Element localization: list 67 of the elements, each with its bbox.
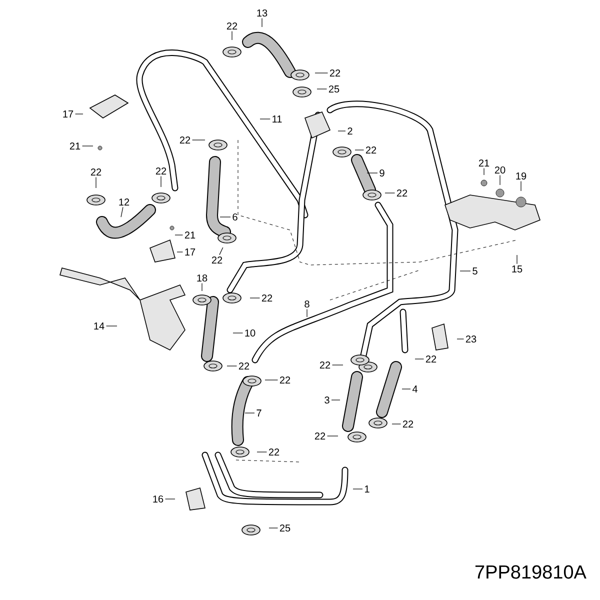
- leader-line: [164, 498, 176, 500]
- callout-number: 22: [314, 432, 326, 440]
- callout-number: 22: [320, 362, 330, 368]
- callout-number: 22: [330, 70, 340, 76]
- leader-line: [352, 488, 363, 490]
- callout-number: 17: [63, 110, 74, 118]
- callout-number: 8: [304, 300, 310, 308]
- callout-number: 21: [478, 160, 490, 166]
- callout-number: 16: [153, 495, 164, 503]
- callout-number: 7: [256, 410, 262, 416]
- callout-number: 22: [366, 146, 376, 154]
- callout-number: 20: [494, 166, 506, 174]
- leader-line: [314, 72, 328, 74]
- callout-number: 22: [238, 362, 250, 370]
- callout-number: 25: [280, 524, 290, 532]
- leader-line: [366, 172, 378, 174]
- leader-line: [338, 130, 346, 132]
- callout-number: 22: [226, 22, 238, 30]
- callout-number: 21: [184, 232, 196, 238]
- callout-number: 22: [426, 356, 436, 362]
- callout-number: 1: [365, 486, 370, 492]
- callout-number: 22: [268, 448, 280, 456]
- callout-number: 22: [262, 294, 272, 302]
- part-number: 7PP819810A: [475, 565, 586, 579]
- callout-number: 22: [90, 168, 102, 176]
- callout-number: 12: [119, 198, 130, 206]
- leader-line: [520, 180, 522, 192]
- callout-number: 17: [185, 248, 196, 256]
- callout-number: 3: [324, 396, 330, 404]
- callout-number: 4: [412, 386, 418, 392]
- leader-line: [232, 332, 244, 334]
- leader-line: [260, 118, 270, 120]
- callout-number: 6: [232, 213, 238, 221]
- leader-line: [120, 206, 124, 218]
- leader-line: [220, 216, 231, 218]
- callout-number: 14: [94, 322, 104, 330]
- leader-line: [306, 308, 308, 318]
- leader-line: [384, 192, 396, 194]
- leader-line: [174, 234, 184, 236]
- callout-number: 10: [245, 329, 256, 337]
- leader-line: [516, 254, 518, 264]
- callout-number: 22: [180, 136, 190, 144]
- callout-number: 2: [348, 128, 352, 134]
- callout-number: 5: [472, 268, 478, 274]
- callout-number: 13: [257, 9, 268, 17]
- callout-number: 22: [396, 190, 408, 196]
- callout-number: 11: [272, 116, 282, 122]
- callout-number: 15: [512, 266, 522, 272]
- leader-line: [219, 247, 224, 256]
- leader-line: [160, 176, 162, 188]
- leader-line: [244, 412, 255, 414]
- leader-line: [460, 270, 471, 272]
- leader-line: [332, 364, 344, 366]
- callout-number: 18: [197, 274, 208, 282]
- callout-number: 22: [402, 420, 414, 428]
- callout-number: 22: [156, 168, 166, 174]
- callout-number: 19: [516, 172, 526, 180]
- leader-line: [402, 388, 411, 390]
- leader-line: [414, 358, 424, 360]
- callout-number: 25: [328, 85, 340, 93]
- callout-number: 22: [212, 256, 222, 264]
- leader-line: [456, 338, 464, 340]
- callout-number: 22: [280, 376, 290, 384]
- callout-number: 9: [380, 169, 384, 177]
- callout-number: 23: [466, 335, 476, 343]
- callout-number: 21: [70, 142, 80, 150]
- leader-line: [316, 88, 328, 90]
